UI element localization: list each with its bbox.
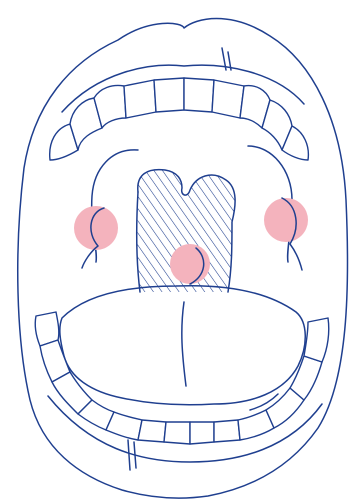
- right-tonsil-highlight[interactable]: [264, 198, 308, 242]
- upper-teeth: [50, 78, 309, 160]
- tongue-midline: [182, 302, 186, 386]
